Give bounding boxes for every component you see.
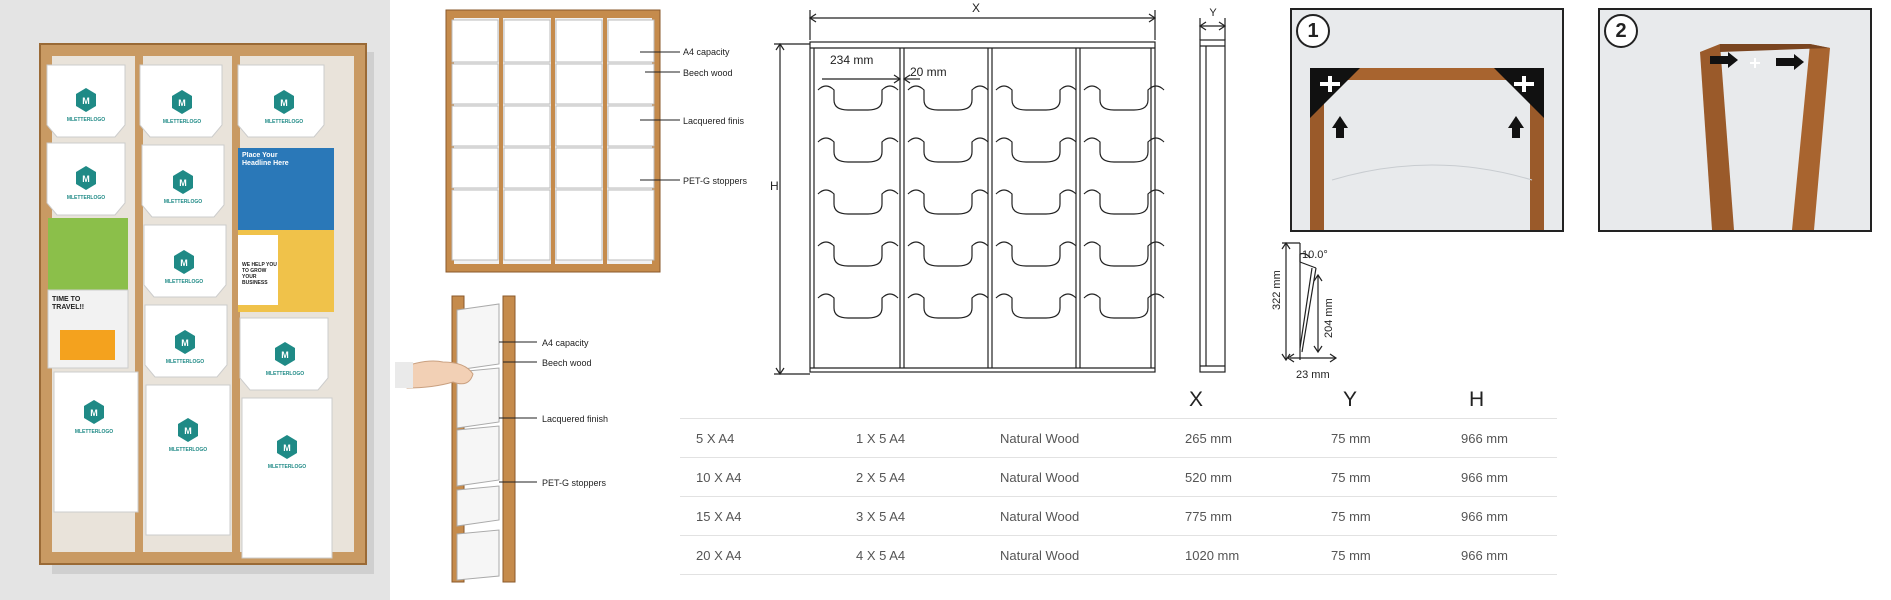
dim-322: 322 mm: [1271, 270, 1283, 310]
svg-text:MLETTERLOGO: MLETTERLOGO: [164, 199, 202, 205]
spec-table-header: X Y H: [680, 382, 1557, 419]
svg-text:M: M: [82, 174, 90, 184]
callout-side-finish: Lacquered finish: [542, 414, 609, 424]
header-y: Y: [1343, 388, 1358, 411]
svg-text:M: M: [90, 408, 98, 418]
step-2-photo: 2: [1598, 8, 1872, 232]
technical-drawing: X Y H 234 mm 20 mm 10.0° 322 mm 204 mm 2…: [770, 0, 1360, 395]
dim-y: Y: [1209, 7, 1217, 19]
dim-gap: 20 mm: [910, 65, 947, 79]
callout-top-capacity: A4 capacity: [683, 47, 730, 57]
header-h: H: [1469, 388, 1485, 411]
dim-pocket-width: 234 mm: [830, 53, 873, 67]
callout-top-finish: Lacquered finis: [683, 116, 745, 126]
svg-text:M: M: [184, 426, 192, 436]
svg-text:MLETTERLOGO: MLETTERLOGO: [67, 195, 105, 201]
step-2-badge: 2: [1604, 14, 1638, 48]
product-photo: M M M M M M M M M M M MLETTERLOGO MLETTERLOGO M…: [0, 0, 390, 600]
dim-204: 204 mm: [1323, 298, 1335, 338]
dim-x: X: [972, 1, 980, 15]
drawing-pockets: [817, 85, 1165, 319]
svg-text:MLETTERLOGO: MLETTERLOGO: [166, 359, 204, 365]
svg-text:M: M: [179, 178, 187, 188]
svg-text:M: M: [180, 258, 188, 268]
photo-column-3: [237, 64, 334, 559]
svg-text:MLETTERLOGO: MLETTERLOGO: [265, 119, 303, 125]
side-render: [395, 290, 565, 590]
svg-text:MLETTERLOGO: MLETTERLOGO: [266, 371, 304, 377]
svg-text:MLETTERLOGO: MLETTERLOGO: [165, 279, 203, 285]
svg-text:MLETTERLOGO: MLETTERLOGO: [163, 119, 201, 125]
svg-text:M: M: [178, 98, 186, 108]
callout-side-capacity: A4 capacity: [542, 338, 589, 348]
poster-travel: TIME TO TRAVEL!!: [52, 296, 85, 311]
poster-business: WE HELP YOU TO GROW YOUR BUSINESS: [242, 262, 277, 286]
callout-side-wood: Beech wood: [542, 358, 592, 368]
svg-text:MLETTERLOGO: MLETTERLOGO: [268, 464, 306, 470]
dim-23: 23 mm: [1296, 369, 1330, 381]
step-1-photo: 1: [1290, 8, 1564, 232]
svg-text:M: M: [82, 96, 90, 106]
poster-headline: Place Your Headline Here: [242, 152, 289, 167]
dim-angle: 10.0°: [1302, 249, 1328, 261]
svg-text:M: M: [181, 338, 189, 348]
svg-text:M: M: [283, 443, 291, 453]
callout-side-stoppers: PET-G stoppers: [542, 478, 607, 488]
logo-text: MLETTERLOGO: [67, 117, 105, 123]
svg-text:M: M: [281, 350, 289, 360]
svg-text:MLETTERLOGO: MLETTERLOGO: [75, 429, 113, 435]
front-render: [440, 0, 680, 280]
svg-text:MLETTERLOGO: MLETTERLOGO: [169, 447, 207, 453]
callout-top-wood: Beech wood: [683, 68, 733, 78]
svg-text:M: M: [280, 98, 288, 108]
dim-h: H: [770, 179, 779, 193]
callout-top-stoppers: PET-G stoppers: [683, 176, 748, 186]
brochure-holder-photo: M M M M M M M M M M M MLETTERLOGO MLETTERLOGO M…: [39, 43, 374, 574]
front-render-pockets: [451, 19, 655, 261]
step-1-badge: 1: [1296, 14, 1330, 48]
header-x: X: [1189, 388, 1204, 411]
